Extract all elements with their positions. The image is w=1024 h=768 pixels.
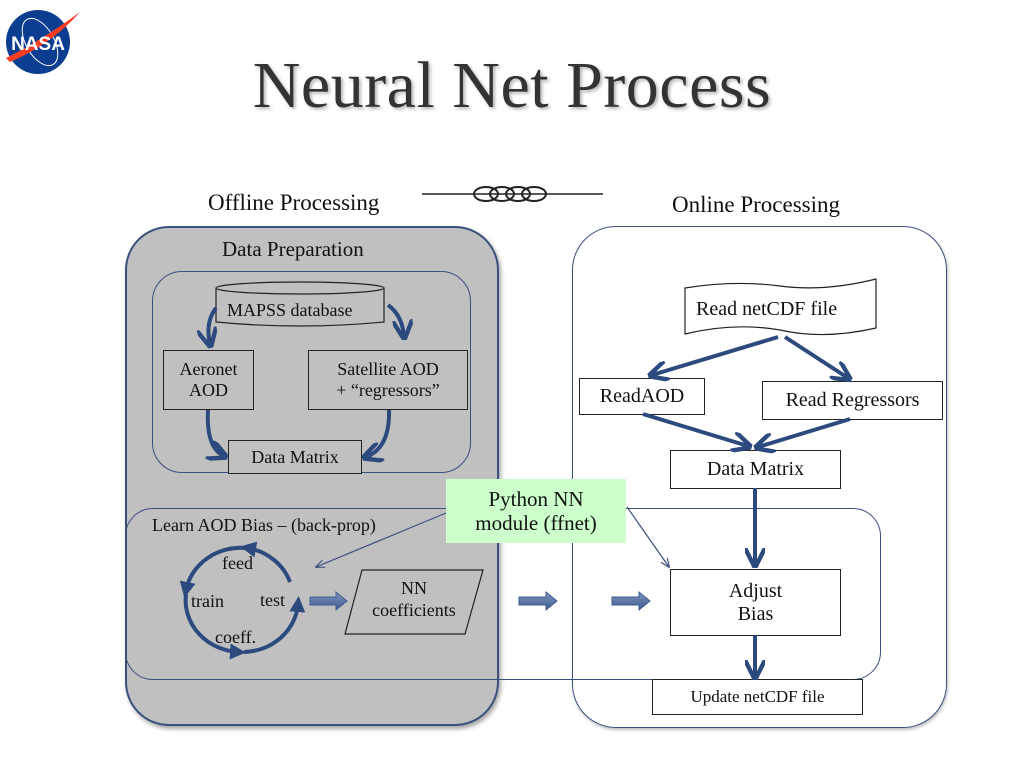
mapss-database-label: MAPSS database <box>227 300 353 320</box>
read-aod-box: ReadAOD <box>579 378 705 415</box>
read-regressors-label: Read Regressors <box>785 389 920 411</box>
nn-coeff-line-2: coefficients <box>372 599 456 620</box>
read-netcdf-label: Read netCDF file <box>696 298 838 320</box>
cycle-test-label: test <box>260 590 285 610</box>
mapss-database-cylinder <box>215 281 385 327</box>
cycle-coeff-label: coeff. <box>215 627 257 647</box>
python-module-line-1: Python NN <box>488 486 584 511</box>
read-netcdf-document-shape <box>684 278 877 336</box>
ornament-divider-icon <box>422 186 603 202</box>
satellite-line-1: Satellite AOD <box>337 359 439 380</box>
read-regressors-box: Read Regressors <box>762 381 943 420</box>
cycle-feed-label: feed <box>222 553 253 573</box>
nasa-meatball-icon: NASA <box>6 10 80 74</box>
offline-processing-heading: Offline Processing <box>208 190 380 215</box>
adjust-bias-line-1: Adjust <box>728 579 783 602</box>
update-netcdf-label: Update netCDF file <box>690 687 825 707</box>
python-nn-module-box: Python NN module (ffnet) <box>446 479 626 543</box>
learn-aod-bias-heading: Learn AOD Bias – (back-prop) <box>152 515 376 535</box>
python-module-line-2: module (ffnet) <box>475 511 597 535</box>
satellite-aod-box: Satellite AOD + “regressors” <box>308 350 468 410</box>
slide-title: Neural Net Process <box>252 49 772 122</box>
satellite-line-2: + “regressors” <box>336 380 440 400</box>
svg-text:NASA: NASA <box>11 34 65 55</box>
nasa-logo: NASA <box>2 4 82 76</box>
offline-data-matrix-box: Data Matrix <box>228 440 362 474</box>
data-preparation-heading: Data Preparation <box>222 237 364 261</box>
read-aod-label: ReadAOD <box>599 385 685 407</box>
online-data-matrix-box: Data Matrix <box>670 450 841 489</box>
online-data-matrix-label: Data Matrix <box>706 458 805 480</box>
update-netcdf-box: Update netCDF file <box>652 679 863 715</box>
nn-coefficients-label: NN coefficients <box>352 578 476 621</box>
offline-data-matrix-label: Data Matrix <box>251 446 339 467</box>
adjust-bias-box: Adjust Bias <box>670 569 841 636</box>
nn-coeff-line-1: NN <box>401 578 427 598</box>
adjust-bias-line-2: Bias <box>737 602 774 625</box>
aeronet-line-2: AOD <box>189 380 228 400</box>
cycle-train-label: train <box>191 591 224 611</box>
aeronet-line-1: Aeronet <box>179 359 238 380</box>
nn-coefficients-shape <box>344 569 484 635</box>
aeronet-aod-box: Aeronet AOD <box>163 350 254 410</box>
online-processing-heading: Online Processing <box>672 192 841 217</box>
